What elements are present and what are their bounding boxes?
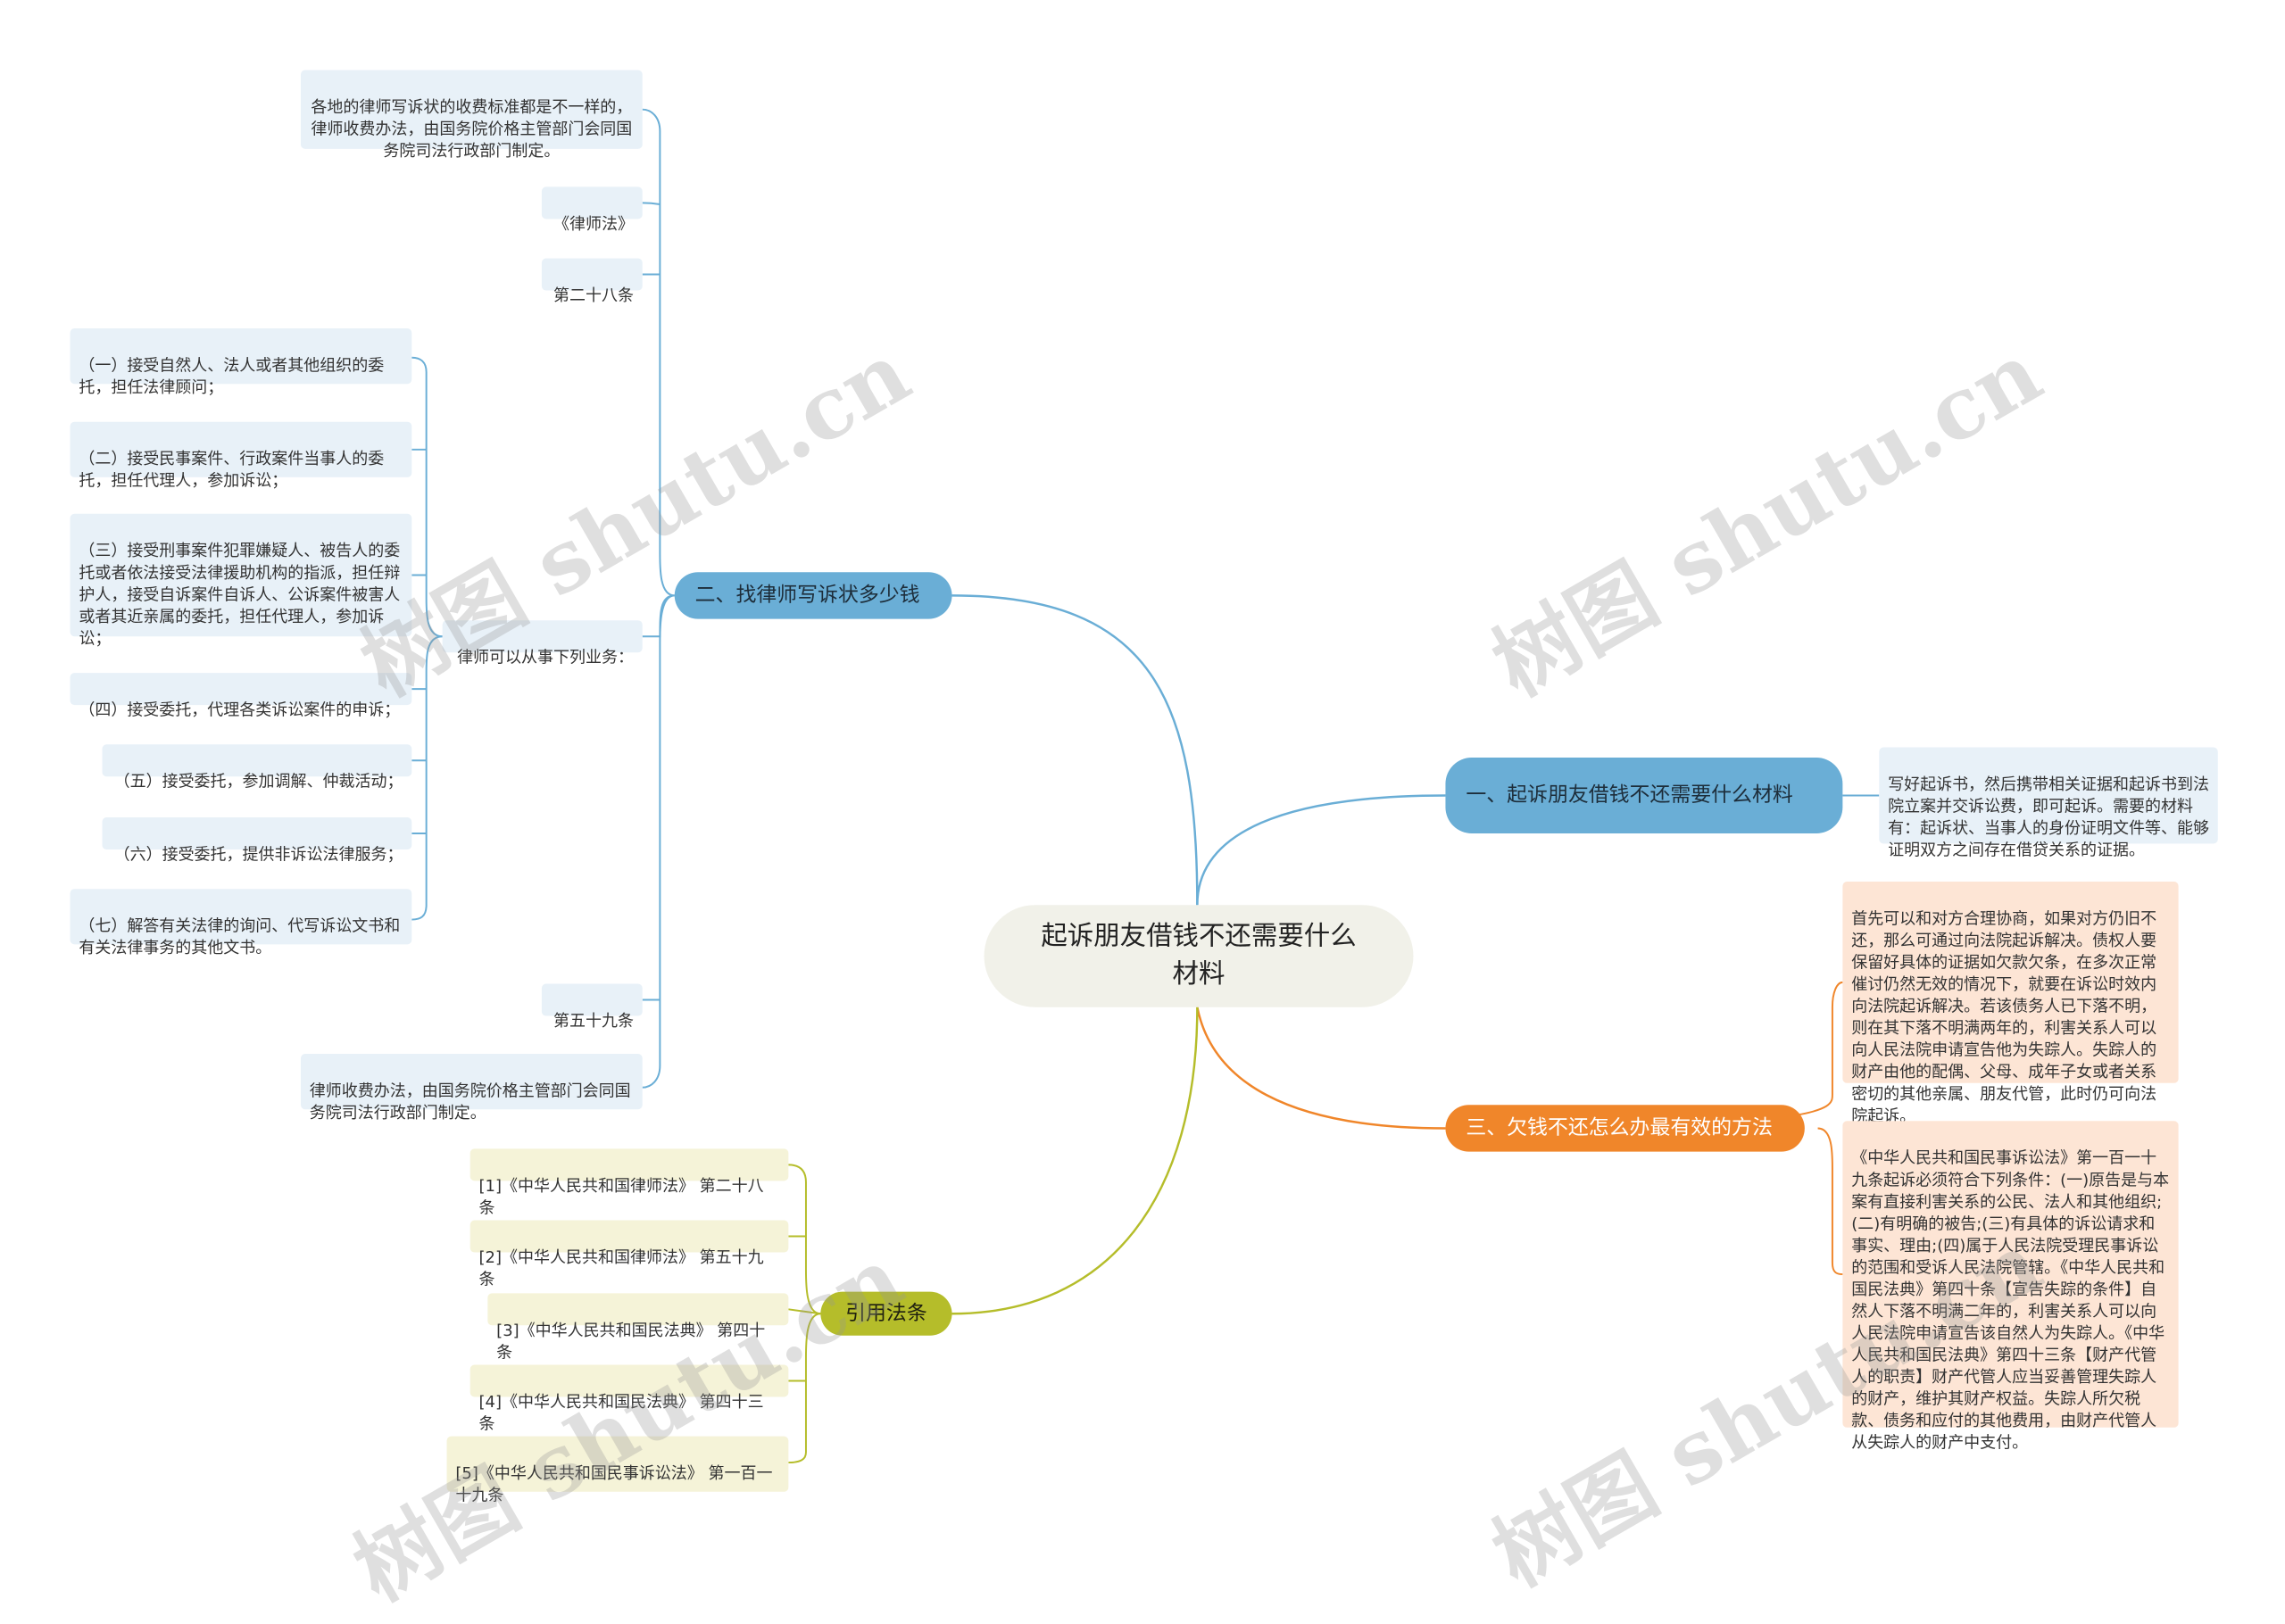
- branch-effective-method-label: 三、欠钱不还怎么办最有效的方法: [1466, 1116, 1773, 1140]
- article-59-leaf[interactable]: 第五十九条: [541, 983, 643, 1031]
- branch-cited-laws-label: 引用法条: [845, 1302, 927, 1326]
- materials-detail-leaf[interactable]: 写好起诉书，然后携带相关证据和起诉书到法院立案并交诉讼费，即可起诉。需要的材料有…: [1879, 747, 2218, 859]
- cited-law-3[interactable]: [3]《中华人民共和国民法典》 第四十条: [487, 1293, 789, 1362]
- root-title: 起诉朋友借钱不还需要什么材料: [1041, 921, 1357, 990]
- cited-law-5[interactable]: [5]《中华人民共和国民事诉讼法》 第一百一十九条: [446, 1436, 789, 1505]
- article-28-leaf[interactable]: 第二十八条: [541, 258, 643, 305]
- duty-item-5[interactable]: （五）接受委托，参加调解、仲裁活动；: [102, 744, 412, 791]
- duty-item-2[interactable]: （二）接受民事案件、行政案件当事人的委托，担任代理人，参加诉讼；: [70, 421, 412, 491]
- branch-cited-laws[interactable]: 引用法条: [820, 1291, 952, 1336]
- civil-procedure-leaf[interactable]: 《中华人民共和国民事诉讼法》第一百一十九条起诉必须符合下列条件：(一)原告是与本…: [1842, 1121, 2179, 1453]
- branch-lawyer-fee-label: 二、找律师写诉状多少钱: [694, 584, 920, 608]
- root-topic[interactable]: 起诉朋友借钱不还需要什么材料: [984, 905, 1414, 1007]
- branch-materials-label: 一、起诉朋友借钱不还需要什么材料: [1466, 783, 1793, 808]
- lawyer-business-leaf[interactable]: 律师可以从事下列业务：: [442, 620, 643, 667]
- duty-item-3[interactable]: （三）接受刑事案件犯罪嫌疑人、被告人的委托或者依法接受法律援助机构的指派，担任辩…: [70, 513, 412, 648]
- branch-lawyer-fee[interactable]: 二、找律师写诉状多少钱: [674, 572, 952, 619]
- branch-materials[interactable]: 一、起诉朋友借钱不还需要什么材料: [1445, 757, 1843, 834]
- duty-item-7[interactable]: （七）解答有关法律的询问、代写诉讼文书和有关法律事务的其他文书。: [70, 889, 412, 957]
- mindmap-canvas: 起诉朋友借钱不还需要什么材料 一、起诉朋友借钱不还需要什么材料 写好起诉书，然后…: [70, 70, 2218, 1620]
- fee-standard-leaf[interactable]: 各地的律师写诉状的收费标准都是不一样的，律师收费办法，由国务院价格主管部门会同国…: [300, 70, 643, 161]
- duty-item-4[interactable]: （四）接受委托，代理各类诉讼案件的申诉；: [70, 673, 412, 719]
- branch-effective-method[interactable]: 三、欠钱不还怎么办最有效的方法: [1445, 1105, 1805, 1152]
- fee-method-leaf[interactable]: 律师收费办法，由国务院价格主管部门会同国务院司法行政部门制定。: [300, 1054, 643, 1123]
- duty-item-1[interactable]: （一）接受自然人、法人或者其他组织的委托，担任法律顾问；: [70, 328, 412, 397]
- lawyer-law-leaf[interactable]: 《律师法》: [541, 186, 643, 234]
- negotiation-leaf[interactable]: 首先可以和对方合理协商，如果对方仍旧不还，那么可通过向法院起诉解决。债权人要保留…: [1842, 882, 2179, 1125]
- duty-item-6[interactable]: （六）接受委托，提供非诉讼法律服务；: [102, 817, 412, 864]
- cited-law-1[interactable]: [1]《中华人民共和国律师法》 第二十八条: [469, 1148, 789, 1217]
- cited-law-2[interactable]: [2]《中华人民共和国律师法》 第五十九条: [469, 1220, 789, 1288]
- cited-law-4[interactable]: [4]《中华人民共和国民法典》 第四十三条: [469, 1364, 789, 1433]
